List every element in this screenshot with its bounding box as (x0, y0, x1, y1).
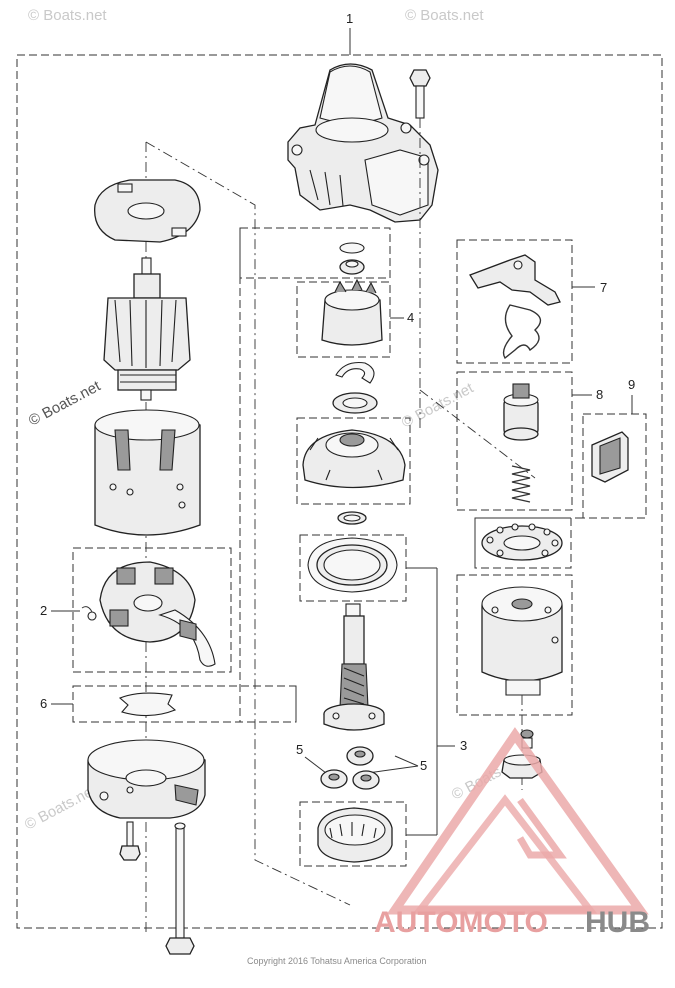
callout-5-left: 5 (296, 742, 303, 757)
gasket-box (474, 517, 572, 569)
end-cover (87, 739, 206, 819)
copyright-notice: Copyright 2016 Tohatsu America Corporati… (247, 956, 426, 966)
watermark-mid-left: © Boats.net (26, 377, 104, 429)
retaining-clip (335, 361, 375, 384)
plunger-box (456, 371, 573, 511)
snap-ring-top (339, 242, 365, 254)
planet-gear-top (346, 746, 374, 766)
rear-plate (94, 179, 201, 243)
small-ring (337, 511, 367, 525)
through-bolt-short (409, 69, 431, 119)
solenoid-box (456, 574, 573, 716)
axis-left-bracket (145, 141, 351, 906)
planet-gear-right (352, 770, 380, 790)
assembly-border (16, 54, 663, 929)
lever-spring (502, 304, 542, 360)
shaft-axis-box (239, 227, 391, 279)
plate-area-box (72, 685, 297, 723)
brand-automoto: AUTOMOTO (374, 906, 548, 939)
solenoid-body (481, 586, 563, 696)
internal-gear (317, 807, 393, 863)
through-bolt-long (165, 822, 195, 955)
callout-8: 8 (596, 387, 603, 402)
leader-5-right-b (394, 755, 419, 767)
pinion-stop-collar (339, 259, 365, 275)
brush-holder (99, 561, 216, 667)
plunger-spring (511, 465, 531, 503)
watermark-top-right: © Boats.net (405, 7, 484, 24)
axis-cross (419, 389, 536, 479)
boot-box (582, 413, 647, 519)
callout-6: 6 (40, 696, 47, 711)
callout-9: 9 (628, 377, 635, 392)
front-housing (287, 63, 439, 223)
callout-4: 4 (407, 310, 414, 325)
plunger (503, 383, 539, 441)
insulating-plate (118, 692, 177, 717)
drive-shaft (323, 603, 385, 731)
brush-spring (81, 606, 97, 621)
solenoid-gasket (481, 523, 563, 561)
callout-2: 2 (40, 603, 47, 618)
yoke (94, 409, 201, 536)
leader-5-left (304, 756, 327, 774)
callout-5-right: 5 (420, 758, 427, 773)
armature (103, 257, 191, 401)
automotohub-logo (386, 727, 649, 915)
brand-hub: HUB (585, 906, 650, 939)
end-cover-screw (119, 821, 141, 861)
clutch-box (296, 417, 411, 505)
callout-1: 1 (346, 11, 353, 26)
watermark-top-left: © Boats.net (28, 7, 107, 24)
internal-gear-box (299, 801, 407, 867)
leader-5-right-a (367, 765, 419, 774)
logo-triangle-inner (412, 794, 598, 914)
shift-lever (469, 254, 561, 306)
overrunning-clutch (302, 429, 406, 489)
callout-7: 7 (600, 280, 607, 295)
terminal-boot (591, 431, 629, 483)
gasket-plate (307, 537, 398, 593)
pinion-gear (321, 278, 383, 346)
logo-g-mark (516, 797, 567, 859)
callout-3: 3 (460, 738, 467, 753)
lever-box (456, 239, 573, 364)
brush-holder-box (72, 547, 232, 673)
thrust-washer (332, 392, 378, 414)
watermark-mid-right: © Boats.net (399, 379, 477, 431)
planet-gear-left (320, 769, 348, 789)
